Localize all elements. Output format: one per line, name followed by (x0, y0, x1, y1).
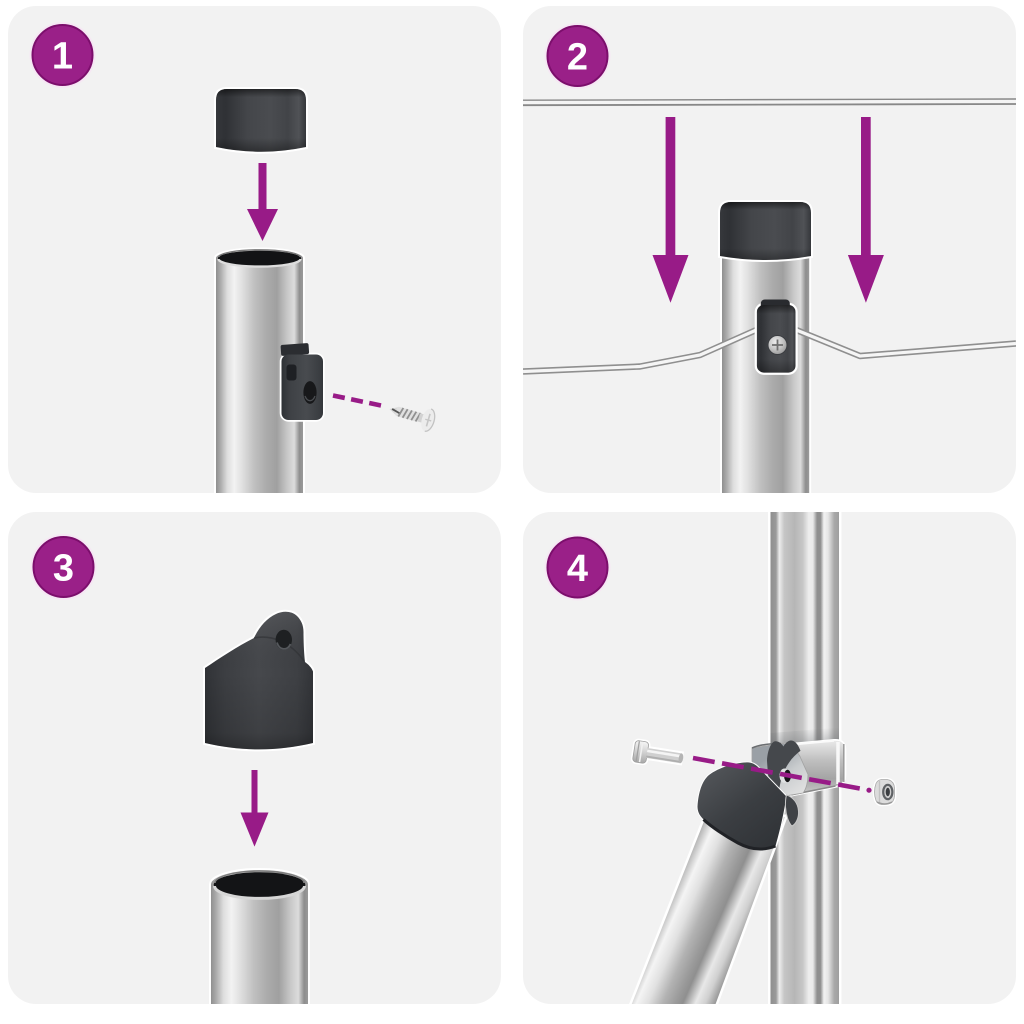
svg-text:3: 3 (53, 548, 74, 590)
svg-text:2: 2 (567, 37, 588, 79)
svg-text:1: 1 (52, 36, 73, 78)
svg-text:4: 4 (567, 548, 588, 590)
